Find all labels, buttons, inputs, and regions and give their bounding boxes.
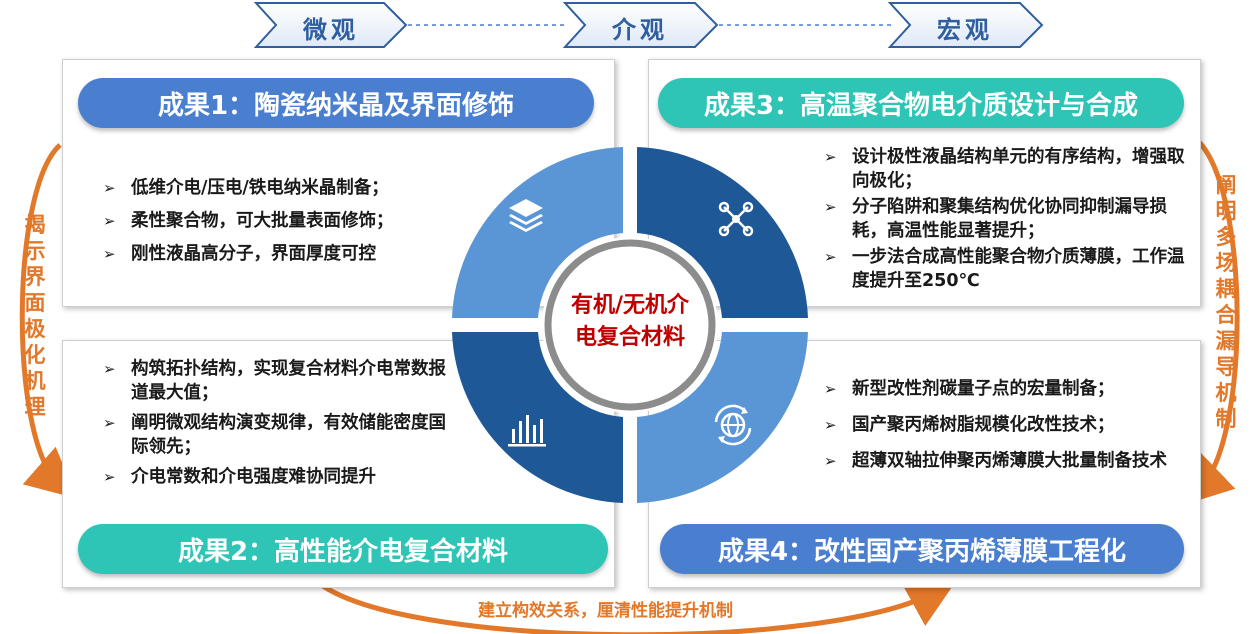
bar-chart-icon	[503, 405, 549, 451]
center-label-line-1: 有机/无机介	[570, 293, 690, 318]
list-item: ➢超薄双轴拉伸聚丙烯薄膜大批量制备技术	[824, 451, 1167, 471]
arrow-bullet-icon: ➢	[824, 380, 837, 398]
list-item: ➢国产聚丙烯树脂规模化改性技术；	[824, 415, 1115, 435]
achievement-4-title: 成果4：改性国产聚丙烯薄膜工程化	[660, 524, 1184, 574]
achievement-2-title: 成果2：高性能介电复合材料	[78, 524, 608, 574]
list-item: ➢低维介电/压电/铁电纳米晶制备；	[103, 178, 389, 198]
chevron-label-meso: 介观	[612, 16, 668, 44]
arrow-bullet-icon: ➢	[824, 416, 837, 434]
molecule-icon	[713, 196, 759, 242]
bottom-arrow	[321, 579, 957, 634]
chevron-meso	[562, 2, 719, 48]
ring-quadrant-bottom-right	[637, 332, 808, 503]
arrow-bullet-icon: ➢	[103, 179, 116, 197]
center-label: 有机/无机介 电复合材料	[550, 290, 710, 354]
achievement-2-bullets: ➢构筑拓扑结构，实现复合材料介电常数报道最大值； ➢阐明微观结构演变规律，有效储…	[97, 357, 455, 489]
chevron-macro	[887, 2, 1044, 48]
arrow-bullet-icon: ➢	[103, 360, 116, 378]
right-arrow-text: 阐明多场耦合漏导机制	[1215, 173, 1237, 431]
list-item: ➢介电常数和介电强度难协同提升	[103, 467, 376, 487]
list-item: ➢设计极性液晶结构单元的有序结构，增强取向极化；	[824, 147, 1185, 191]
achievement-4-bullets: ➢新型改性剂碳量子点的宏量制备； ➢国产聚丙烯树脂规模化改性技术； ➢超薄双轴拉…	[818, 377, 1178, 473]
list-item: ➢新型改性剂碳量子点的宏量制备；	[824, 379, 1115, 399]
left-arrow-text: 揭示界面极化机理	[24, 213, 46, 419]
bottom-arrow-text: 建立构效关系，厘清性能提升机制	[478, 601, 733, 621]
achievement-3-bullets: ➢设计极性液晶结构单元的有序结构，增强取向极化； ➢分子陷阱和聚集结构优化协同抑…	[818, 145, 1194, 293]
arrow-bullet-icon: ➢	[824, 452, 837, 470]
layers-icon	[503, 193, 549, 239]
arrow-bullet-icon: ➢	[824, 198, 837, 216]
center-label-line-2: 电复合材料	[574, 325, 685, 350]
arrow-bullet-icon: ➢	[103, 212, 116, 230]
arrow-bullet-icon: ➢	[103, 468, 116, 486]
list-item: ➢柔性聚合物，可大批量表面修饰；	[103, 211, 394, 231]
ring-quadrant-top-left	[452, 147, 623, 318]
arrow-bullet-icon: ➢	[824, 248, 837, 266]
list-item: ➢刚性液晶高分子，界面厚度可控	[103, 244, 376, 264]
chevron-label-macro: 宏观	[937, 16, 993, 44]
arrow-bullet-icon: ➢	[103, 414, 116, 432]
arrow-bullet-icon: ➢	[824, 148, 837, 166]
globe-refresh-icon	[710, 402, 756, 448]
achievement-1-bullets: ➢低维介电/压电/铁电纳米晶制备； ➢柔性聚合物，可大批量表面修饰； ➢刚性液晶…	[97, 176, 442, 266]
left-arrow	[19, 143, 77, 499]
achievement-1-title: 成果1：陶瓷纳米晶及界面修饰	[78, 78, 594, 128]
ring-quadrant-top-right	[637, 147, 808, 318]
list-item: ➢分子陷阱和聚集结构优化协同抑制漏导损耗，高温性能显著提升；	[824, 197, 1167, 241]
list-item: ➢阐明微观结构演变规律，有效储能密度国际领先；	[103, 413, 446, 457]
ring-quadrant-bottom-left	[452, 332, 623, 503]
right-arrow	[1182, 138, 1240, 506]
arrow-bullet-icon: ➢	[103, 245, 116, 263]
list-item: ➢构筑拓扑结构，实现复合材料介电常数报道最大值；	[103, 359, 446, 403]
achievement-3-title: 成果3：高温聚合物电介质设计与合成	[658, 78, 1184, 128]
list-item: ➢一步法合成高性能聚合物介质薄膜，工作温度提升至250℃	[824, 247, 1185, 291]
chevron-micro	[253, 2, 408, 48]
chevron-label-micro: 微观	[303, 16, 359, 44]
